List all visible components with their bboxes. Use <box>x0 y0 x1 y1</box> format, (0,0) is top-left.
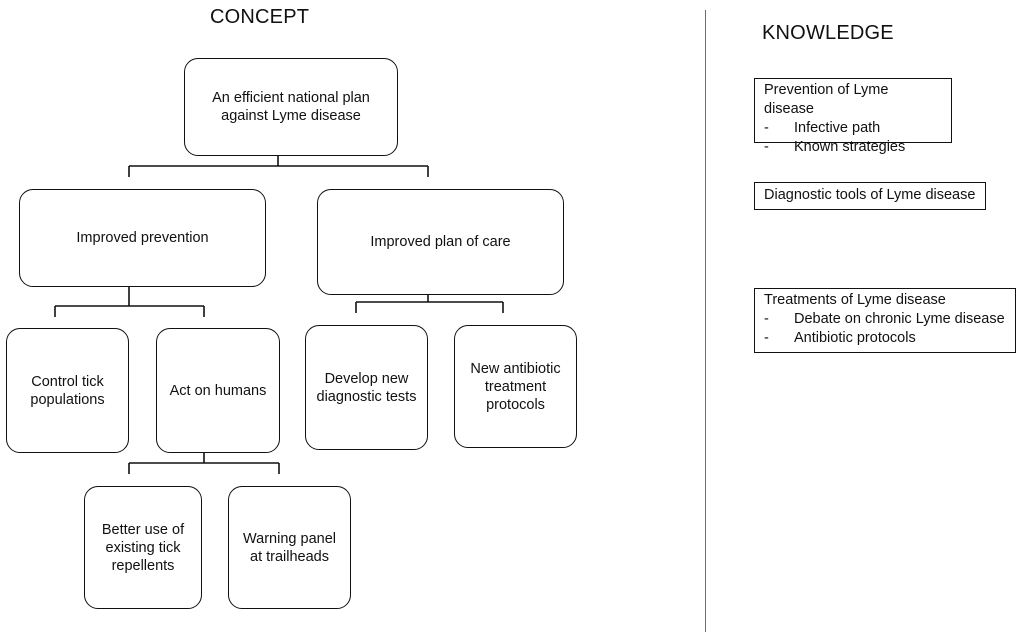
node-warning-panel-line-1: Warning panel <box>243 530 336 547</box>
node-diagnostic-tests-line-2: diagnostic tests <box>316 388 417 405</box>
knowledge-item: - Antibiotic protocols <box>764 330 916 346</box>
knowledge-item-text: Antibiotic protocols <box>794 330 916 346</box>
knowledge-item: - Known strategies <box>764 139 906 155</box>
knowledge-item-text: Infective path <box>794 120 881 136</box>
node-tick-repellents-line-3: repellents <box>111 557 175 574</box>
knowledge-item-text: Debate on chronic Lyme disease <box>794 311 1005 327</box>
node-improved-care-label: Improved plan of care <box>370 234 511 250</box>
knowledge-box-diagnostic-title: Diagnostic tools of Lyme disease <box>764 187 976 203</box>
node-act-on-humans-label: Act on humans <box>169 383 267 399</box>
knowledge-box-prevention: Prevention of Lyme disease - Infective p… <box>754 78 952 155</box>
node-control-tick-line-2: populations <box>30 391 105 408</box>
node-control-tick-line-1: Control tick <box>31 373 104 390</box>
node-antibiotic-protocols-line-2: treatment <box>484 378 547 395</box>
knowledge-box-treatments: Treatments of Lyme disease - Debate on c… <box>754 288 1016 353</box>
node-national-plan: An efficient national plan against Lyme … <box>184 58 398 156</box>
node-tick-repellents: Better use of existing tick repellents <box>84 486 202 609</box>
node-warning-panel-line-2: at trailheads <box>250 548 329 565</box>
node-improved-prevention: Improved prevention <box>19 189 266 287</box>
node-warning-panel: Warning panel at trailheads <box>228 486 351 609</box>
knowledge-item: - Infective path <box>764 120 881 136</box>
node-diagnostic-tests-line-1: Develop new <box>324 370 409 387</box>
knowledge-heading: KNOWLEDGE <box>762 22 894 44</box>
node-tick-repellents-line-2: existing tick <box>105 539 181 556</box>
node-tick-repellents-line-1: Better use of <box>101 521 185 538</box>
node-national-plan-line-1: An efficient national plan <box>212 90 370 106</box>
node-improved-care: Improved plan of care <box>317 189 564 295</box>
node-control-tick: Control tick populations <box>6 328 129 453</box>
knowledge-item: - Debate on chronic Lyme disease <box>764 311 1005 327</box>
node-national-plan-line-2: against Lyme disease <box>221 108 361 124</box>
section-divider <box>705 10 706 632</box>
node-diagnostic-tests: Develop new diagnostic tests <box>305 325 428 450</box>
node-antibiotic-protocols: New antibiotic treatment protocols <box>454 325 577 448</box>
node-antibiotic-protocols-line-3: protocols <box>486 396 545 413</box>
knowledge-box-diagnostic: Diagnostic tools of Lyme disease <box>754 182 986 210</box>
knowledge-box-treatments-title: Treatments of Lyme disease <box>764 292 946 308</box>
node-antibiotic-protocols-line-1: New antibiotic <box>470 360 561 377</box>
concept-heading: CONCEPT <box>210 6 310 28</box>
knowledge-box-prevention-title: Prevention of Lyme disease <box>764 82 889 117</box>
knowledge-item-text: Known strategies <box>794 139 906 155</box>
node-improved-prevention-label: Improved prevention <box>76 230 209 246</box>
node-act-on-humans: Act on humans <box>156 328 280 453</box>
